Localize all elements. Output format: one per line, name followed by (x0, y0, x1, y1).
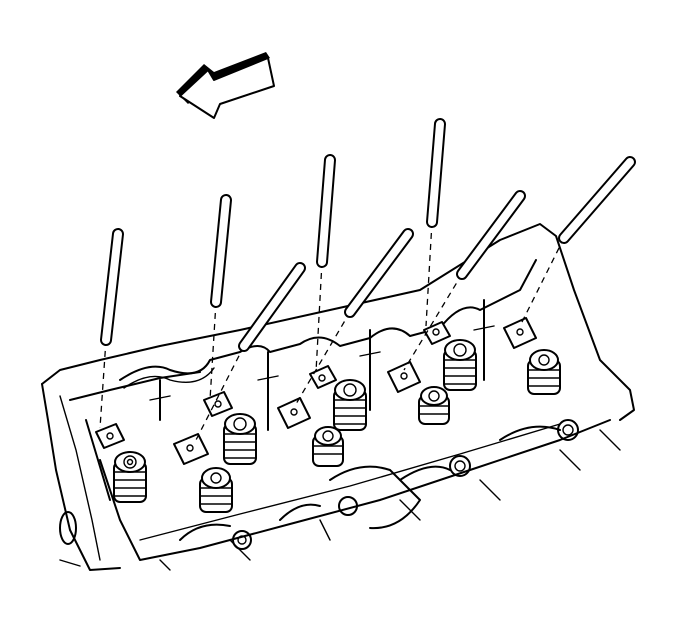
rocker-arm (503, 317, 537, 349)
valve-spring (333, 379, 367, 431)
pushrods (100, 118, 636, 352)
valve-spring (418, 386, 450, 425)
head-ports (59, 419, 579, 550)
pushrod (238, 262, 306, 352)
cylinder-head-body (41, 223, 635, 571)
pushrod (558, 156, 636, 244)
front-direction-arrow-icon (176, 52, 275, 119)
head-ribs (149, 299, 495, 431)
rocker-arm (277, 397, 311, 429)
valve-spring (223, 413, 257, 465)
pushrod (456, 190, 526, 280)
pushrod (426, 118, 446, 228)
pushrod (100, 228, 124, 346)
rocker-arm (173, 433, 209, 465)
pushrod-guide-lines (99, 221, 565, 441)
rocker-arm (203, 391, 233, 417)
pushrod (316, 154, 336, 268)
valve-springs (113, 339, 561, 513)
valve-spring (443, 339, 477, 391)
valve-spring (113, 451, 147, 503)
pushrod (210, 194, 232, 308)
rocker-arm (423, 321, 451, 345)
valve-spring (199, 467, 233, 513)
rocker-arms (95, 317, 537, 465)
rocker-arm (387, 361, 421, 393)
valve-spring (312, 426, 344, 467)
rocker-arm (309, 365, 337, 389)
pushrod (344, 228, 414, 318)
rocker-arm (95, 423, 125, 449)
valve-spring (527, 349, 561, 395)
